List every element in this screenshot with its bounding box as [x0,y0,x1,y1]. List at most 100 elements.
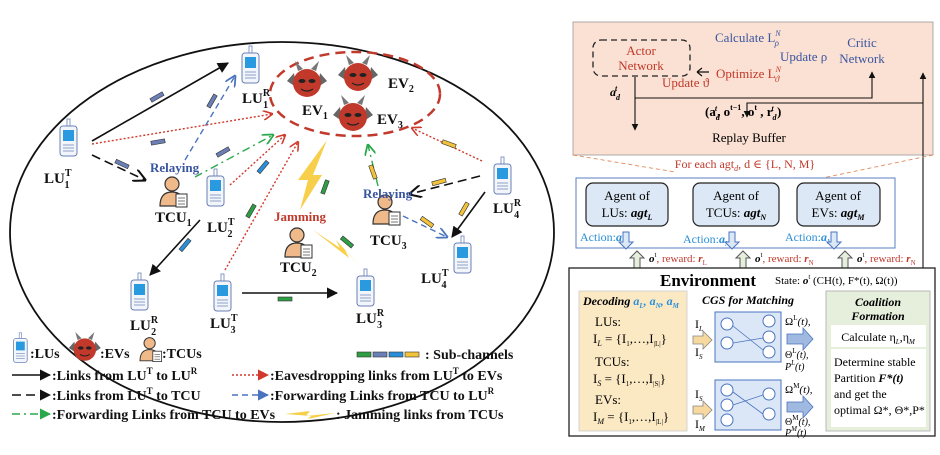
label-tcu2: TCU2 [280,260,317,279]
replay-buffer-label: Replay Buffer [712,130,786,145]
svg-text:EVs: agtM: EVs: agtM [812,205,866,222]
decoding-box [578,290,688,432]
cgs-top-output-arrow [786,326,814,352]
cgs-top-input-2: IS [695,345,703,361]
decoding-tcus-set: IS = {I1,…,I|S|} [593,371,666,388]
cgs-top-edges [732,325,764,351]
update-arrow-icon [696,67,709,77]
action-label-lus: Action:aL [580,230,626,246]
legend-link-jam: : Jamming links from TCUs [336,408,504,423]
legend-tcus: :TCUs [162,347,202,362]
lu2r-phone-icon [130,272,149,311]
determine-line-1: Determine stable [834,355,916,369]
environment-title: Environment [660,271,756,290]
action-label-ad: adt [610,84,621,102]
ev2-icon [337,54,379,92]
coverage-ellipse [9,41,555,423]
cgs-bottom-output-omega: ΩM(t), [785,382,813,396]
cgs-top-nodes [720,314,776,359]
svg-text:TCUs: agtN: TCUs: agtN [706,205,768,222]
cgs-bottom-output-theta: ΘM(t), [785,414,810,428]
agent-evs[interactable]: Agent of EVs: agtM [796,182,881,227]
jamming-bolt-1 [298,140,327,210]
determine-line-3: and get the [834,387,887,401]
label-ev3: EV3 [377,112,403,131]
action-arrows [617,231,843,250]
jamming-bolt-2 [313,230,362,268]
state-label: State: ot (CH(t), F*(t), Ω(t)) [775,273,898,287]
update-theta: Update ϑ [662,75,710,90]
cgs-bottom-input-arrow [692,400,713,420]
decoding-evs-label: EVs: [595,392,621,407]
label-ev2: EV2 [388,76,414,95]
calculate-eta: Calculate ηL,ηM [841,330,916,346]
legend-tcu-icon [139,337,163,363]
framework-panel: Actor Network Critic Network Calculate L… [565,0,940,450]
decoding-lus-label: LUs: [595,314,621,329]
decoding-tcus-label: TCUs: [595,354,630,369]
action-label-tcus: Action:aN [683,232,730,248]
cgs-bottom-input-1: IS [695,387,703,403]
relaying-label-tcu3: Relaying [363,186,413,201]
action-label-evs: Action:aM [785,230,834,246]
tcu1-icon [159,176,188,208]
cgs-bottom-edges [732,391,764,415]
decoding-title: Decoding aL, aN, aM [582,294,680,310]
tcu2-icon [284,227,313,259]
legend: :LUs :EVs :TCUs : Sub-channels :Links fr… [12,331,514,423]
legend-lus: :LUs [30,347,60,362]
actor-network-line2: Network [618,58,664,73]
legend-lu-icon [13,332,28,363]
fwd-tcu1-ev [194,135,273,178]
legend-link-tcu-lur: :Forwarding Links from TCU to LUR [270,386,495,404]
legend-evs: :EVs [100,347,130,362]
ev-cluster-boundary [268,50,442,138]
legend-link-eaves: :Eavesdropping links from LUT to EVs [270,366,503,384]
reward-label-lus: ot, reward: rL [649,251,707,267]
eaves-lu2t [229,135,285,186]
svg-text:Agent of: Agent of [604,188,651,203]
agent-tcus[interactable]: Agent of TCUs: agtN [692,182,780,227]
agent-lus[interactable]: Agent of LUs: agtL [585,182,669,227]
legend-link-tcu-ev: :Forwarding Links from TCU to EVs [52,408,276,423]
coalition-title-2: Formation [850,309,905,323]
legend-sub-channels: : Sub-channels [425,348,514,363]
decoding-evs-set: IM = {I1,…,I|L|} [593,409,669,426]
determine-line-4: optimal Ω*, Θ*,P* [834,403,925,417]
cgs-top-input-1: IL [695,317,703,333]
legend-link-lut-lur: :Links from LUT to LUR [52,366,198,384]
link-lu1t-tcu1 [91,154,145,180]
actor-network-box [592,39,691,77]
cgs-top-output-theta: ΘL(t), [785,347,808,361]
ev3-icon [332,94,374,132]
label-tcu1: TCU1 [155,210,192,229]
fwd-tcu3-lu4t [402,215,447,237]
cgs-top-input-arrow [692,330,713,350]
coalition-title-1: Coalition [855,295,901,309]
reward-label-tcus: ot, reward: rN [755,251,814,267]
label-tcu3: TCU3 [370,233,407,252]
cgs-bottom-output-p: PM(t) [784,425,807,439]
lu4t-phone-icon [453,235,472,274]
reward-label-evs: ot, reward: rN [857,251,916,267]
cgs-bottom-nodes [720,383,776,427]
calculate-eta-box [831,325,926,347]
lu3t-phone-icon [213,273,232,312]
lu1t-phone-icon [59,118,78,157]
relaying-label-tcu1: Relaying [150,160,200,175]
actor-network-line1: Actor [626,43,656,58]
legend-subchannel-swatches [356,351,420,358]
fwd-tcu1-lu1r [184,76,235,161]
eaves-lu3t [224,142,298,271]
link-lu4r-lu4t [451,191,486,238]
legend-ev-icon [68,331,102,362]
link-lu4r-tcu3 [410,175,481,194]
lu2t-phone-icon [206,168,225,207]
